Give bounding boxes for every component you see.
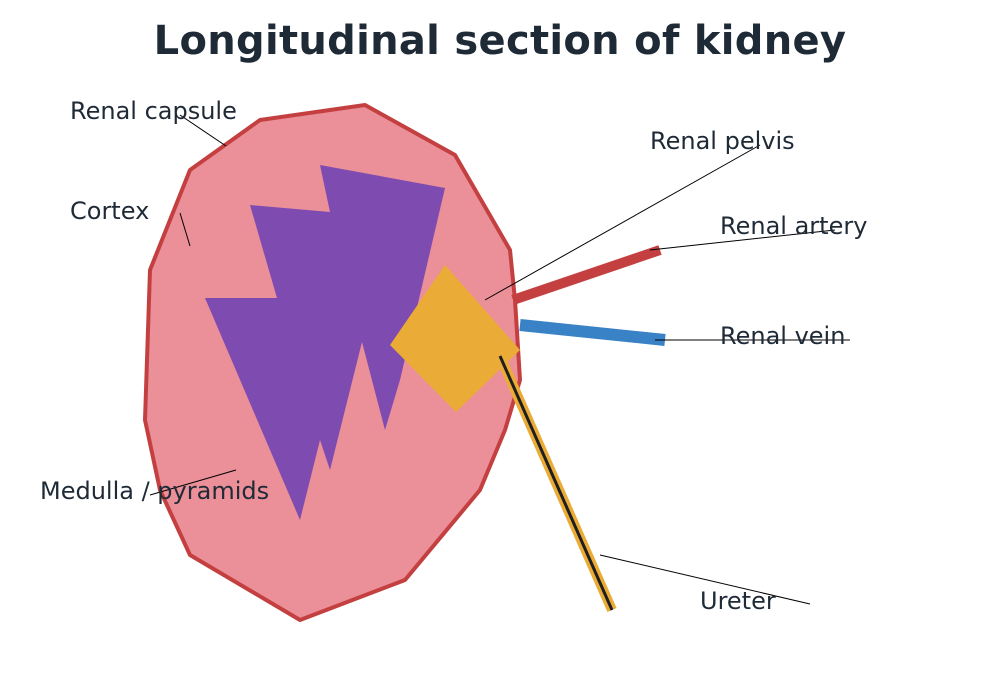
renal-vein-vessel (519, 319, 666, 346)
leader-medulla (149, 469, 237, 496)
leader-cortex (179, 212, 191, 247)
label-renal-capsule: Renal capsule (70, 97, 237, 125)
medulla-pyramids (205, 165, 445, 520)
leader-renal-artery (649, 229, 836, 251)
label-renal-pelvis: Renal pelvis (650, 127, 795, 155)
diagram-title: Longitudinal section of kidney (153, 18, 847, 64)
label-cortex: Cortex (70, 197, 149, 225)
renal-pelvis-shape (390, 265, 520, 412)
label-renal-artery: Renal artery (720, 212, 867, 240)
leader-renal-capsule (179, 114, 227, 147)
renal-artery-vessel (511, 245, 662, 305)
leader-ureter (599, 554, 811, 605)
leader-renal-pelvis (484, 144, 761, 301)
label-renal-vein: Renal vein (720, 322, 845, 350)
ureter-tube-inner (498, 355, 614, 611)
label-ureter: Ureter (700, 587, 776, 615)
label-medulla: Medulla / pyramids (40, 477, 269, 505)
